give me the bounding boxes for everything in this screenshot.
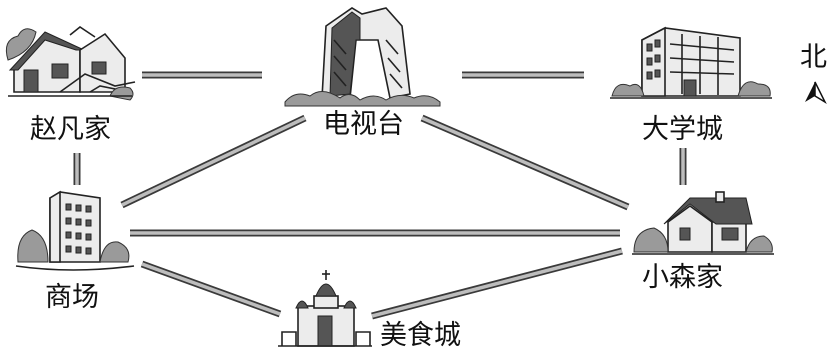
road-tv-xiaosen [420,114,630,211]
xiaosen-home-icon [632,191,774,255]
xiaosen-home-label: 小森家 [642,262,723,293]
north-label: 北 [800,42,827,73]
zhaofan-home-icon [5,26,136,101]
food-city-label: 美食城 [380,320,461,350]
university-town-label: 大学城 [642,114,723,145]
road-mall-food [140,260,282,318]
north-arrow-icon [805,81,827,104]
tv-station-label: 电视台 [323,109,404,140]
road-mall-tv [120,114,307,209]
road-food-xiaosen [371,247,623,320]
food-city-icon [278,270,372,347]
tv-station-icon [284,7,441,107]
mall-icon [15,190,135,271]
university-town-icon [610,26,772,99]
zhaofan-home-label: 赵凡家 [30,114,111,145]
mall-label: 商场 [45,282,99,313]
